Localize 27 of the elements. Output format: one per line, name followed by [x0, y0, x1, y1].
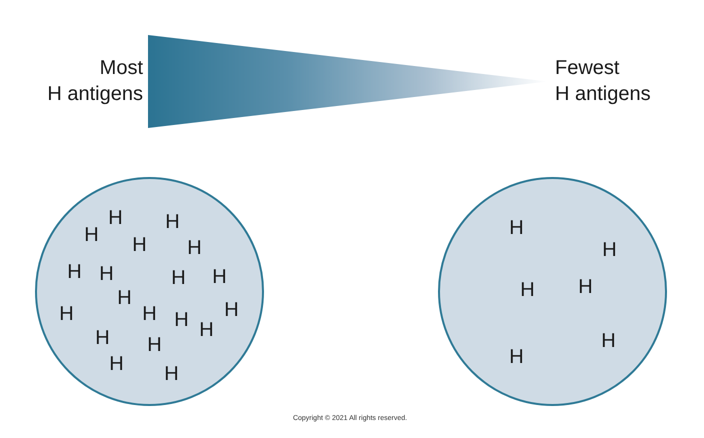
antigen-letter: H: [171, 268, 186, 288]
antigen-letter: H: [84, 224, 99, 244]
antigen-letter: H: [174, 310, 189, 330]
antigen-letter: H: [117, 288, 132, 308]
antigen-letter: H: [187, 238, 202, 258]
antigen-letter: H: [142, 304, 157, 324]
antigen-letter: H: [132, 234, 147, 254]
scale-end-label: Most H antigens: [47, 56, 143, 107]
antigen-letter: H: [67, 262, 82, 282]
antigen-letter: H: [95, 328, 110, 348]
antigen-letter: H: [147, 334, 162, 354]
antigen-letter: H: [520, 280, 535, 300]
antigen-letter: H: [509, 346, 524, 366]
antigen-letter: H: [99, 264, 114, 284]
antigen-letter: H: [199, 320, 214, 340]
antigen-letter: H: [108, 208, 123, 228]
antigen-letter: H: [224, 300, 239, 320]
antigen-letter: H: [59, 304, 74, 324]
antigen-letter: H: [602, 240, 617, 260]
antigen-letter: H: [509, 218, 524, 238]
antigen-letter: H: [109, 354, 124, 374]
scale-end-label: Fewest H antigens: [555, 56, 651, 107]
antigen-letter: H: [165, 212, 180, 232]
antigen-letter: H: [578, 276, 593, 296]
antigen-letter: H: [164, 364, 179, 384]
antigen-letter: H: [212, 266, 227, 286]
antigen-letter: H: [601, 330, 616, 350]
